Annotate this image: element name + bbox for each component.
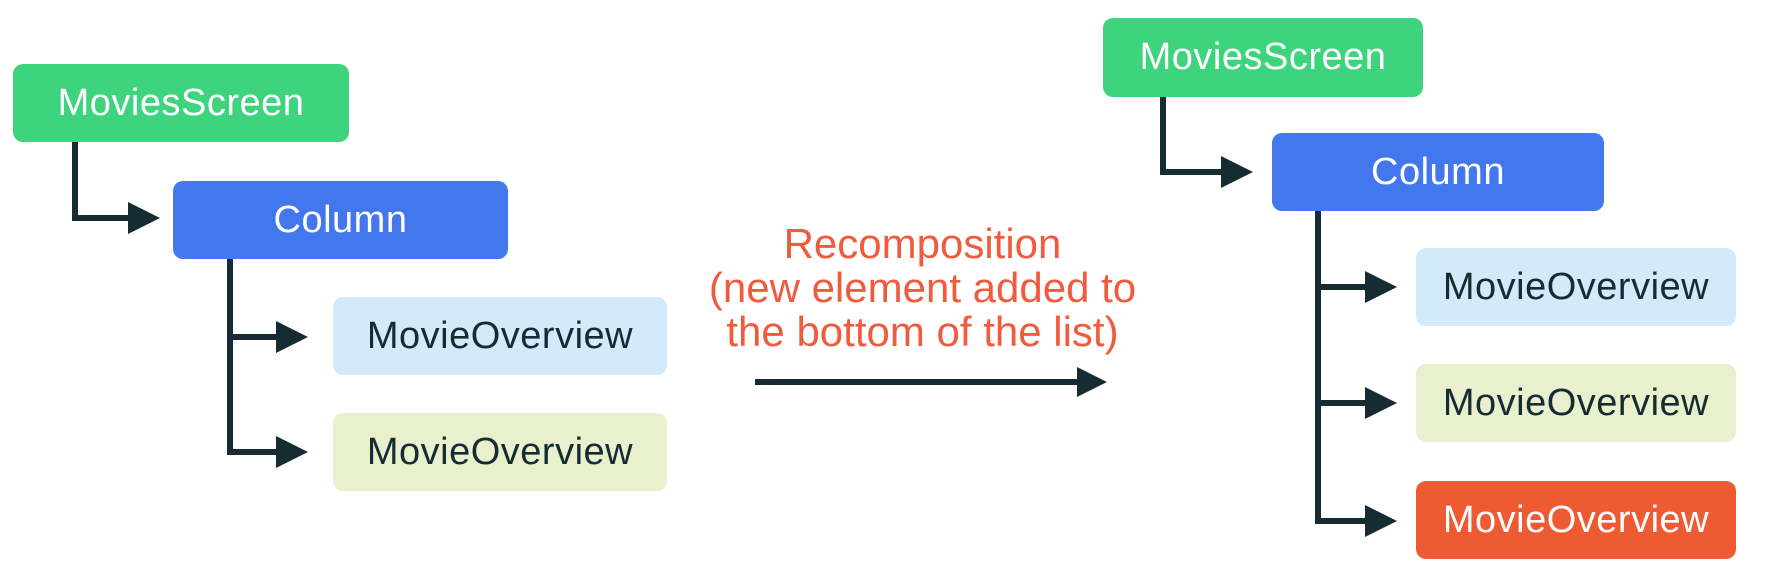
right-branch-1-horizontal xyxy=(1315,284,1365,290)
annotation-line-1: Recomposition xyxy=(783,220,1062,267)
right-column-node: Column xyxy=(1272,133,1604,211)
left-movie-overview-node-2: MovieOverview xyxy=(333,413,667,491)
arrowhead-icon xyxy=(1365,271,1397,303)
arrowhead-icon xyxy=(1221,156,1253,188)
right-root-movies-screen-node: MoviesScreen xyxy=(1103,18,1423,97)
right-column-trunk-vertical xyxy=(1315,211,1321,524)
left-branch-1-horizontal xyxy=(227,334,276,340)
right-root-connector-vertical xyxy=(1160,97,1166,175)
annotation-line-3: the bottom of the list) xyxy=(726,308,1119,355)
right-movie-overview-node-2: MovieOverview xyxy=(1416,364,1736,442)
arrowhead-icon xyxy=(276,436,308,468)
left-branch-2-horizontal xyxy=(227,449,276,455)
right-movie-overview-node-1: MovieOverview xyxy=(1416,248,1736,326)
left-root-connector-horizontal xyxy=(72,215,128,221)
left-movie-overview-node-1: MovieOverview xyxy=(333,297,667,375)
recomposition-arrow-shaft xyxy=(755,379,1077,385)
arrowhead-icon xyxy=(128,202,160,234)
arrowhead-icon xyxy=(1365,505,1397,537)
right-movie-overview-node-3-new: MovieOverview xyxy=(1416,481,1736,559)
arrowhead-icon xyxy=(1365,387,1397,419)
annotation-line-2: (new element added to xyxy=(708,264,1137,311)
recomposition-annotation: Recomposition (new element added to the … xyxy=(690,222,1155,354)
right-root-connector-horizontal xyxy=(1160,169,1221,175)
left-column-trunk-vertical xyxy=(227,259,233,455)
right-arrow-icon xyxy=(1077,367,1107,397)
right-branch-2-horizontal xyxy=(1315,400,1365,406)
left-root-connector-vertical xyxy=(72,142,78,221)
left-column-node: Column xyxy=(173,181,508,259)
left-root-movies-screen-node: MoviesScreen xyxy=(13,64,349,142)
arrowhead-icon xyxy=(276,321,308,353)
right-branch-3-horizontal xyxy=(1315,518,1365,524)
